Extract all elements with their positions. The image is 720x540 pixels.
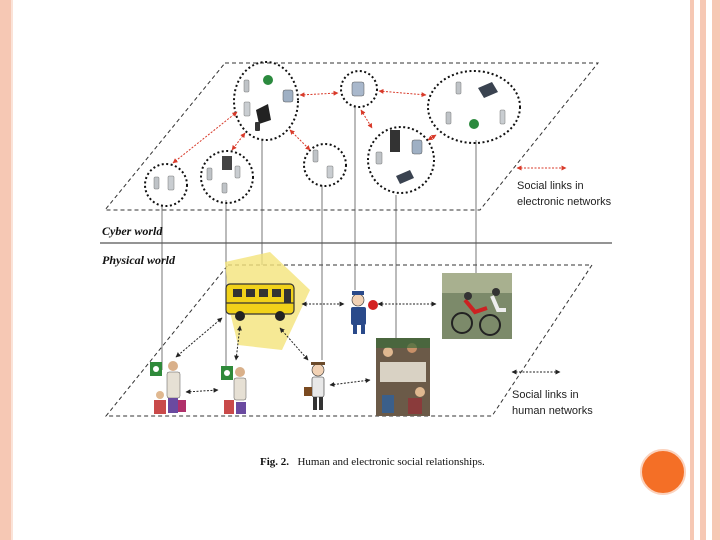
meeting-photo [376,338,430,416]
device-cluster-right-center [367,126,435,194]
device-cluster-top-center [340,70,378,108]
laptop-icon [256,104,271,124]
traveler-icon [304,362,325,410]
legend-human-line1: Social links in [512,389,579,401]
mobile-phone-icon [499,109,506,125]
cyber-world-plane [103,62,600,211]
electronic-links [172,88,437,164]
physical-world-plane [104,264,593,417]
caption-text: Human and electronic social relationship… [297,456,484,468]
mobile-phone-icon [234,165,241,179]
school-bus-icon [225,252,310,350]
green-badge-icon [263,75,273,85]
pda-icon [282,89,294,103]
slide-frame-left [0,0,11,540]
mobile-phone-icon [375,151,383,165]
caption-prefix: Fig. 2. [260,456,289,468]
mobile-phone-icon [255,122,260,131]
mobile-phone-icon [221,182,228,194]
police-officer-icon [351,291,378,334]
family-group-icon [221,366,247,414]
slide-frame-left-inner [11,0,13,540]
orange-circle-decoration [640,449,686,495]
desktop-computer-icon [222,156,232,170]
laptop-icon [478,82,498,98]
mobile-phone-icon [243,79,250,93]
cyber-world-label: Cyber world [102,224,163,238]
pda-icon [351,81,365,97]
mobile-phone-icon [312,149,319,163]
slide-frame-right-a [690,0,694,540]
mobile-phone-icon [153,176,160,190]
pda-icon [411,139,423,155]
desktop-computer-icon [390,130,400,152]
slide-frame-right-b [700,0,706,540]
laptop-icon [396,170,414,184]
mobile-phone-icon [326,165,334,179]
device-cluster-center [303,143,347,187]
mobile-phone-icon [167,175,175,191]
physical-world-label: Physical world [102,253,176,267]
device-cluster-top-left [233,61,299,141]
mobile-phone-icon [206,167,213,181]
device-cluster-left-center [200,150,254,204]
legend-electronic-line1: Social links in [517,180,584,192]
slide-frame-right-c [712,0,720,540]
family-group-icon [150,361,186,414]
human-links [175,301,437,395]
projection-lines [161,105,477,375]
figure-caption: Fig. 2. Human and electronic social rela… [260,452,485,469]
legend-electronic-line2: electronic networks [517,196,612,208]
mobile-phone-icon [445,111,452,125]
device-cluster-top-right [427,70,521,144]
cyclists-photo [442,273,512,339]
mobile-phone-icon [243,101,251,117]
legend-human-line2: human networks [512,405,593,417]
device-cluster-left [144,163,188,207]
green-badge-icon [469,119,479,129]
mobile-phone-icon [455,81,462,95]
